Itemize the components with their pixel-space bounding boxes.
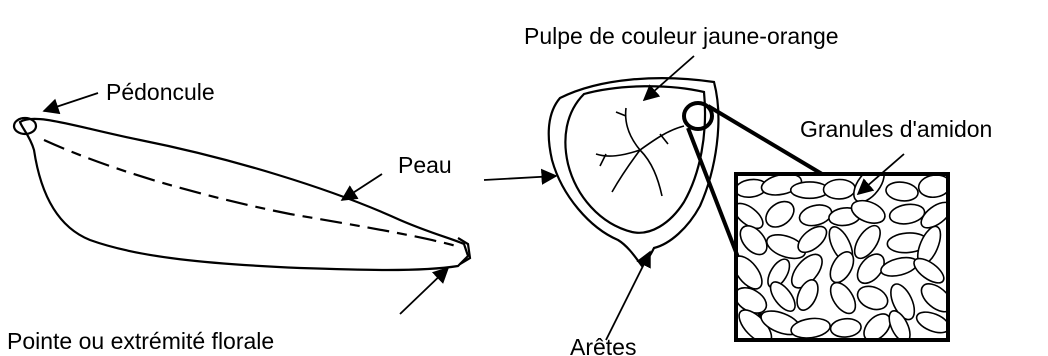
starch-granule xyxy=(916,278,957,317)
label-pulpe: Pulpe de couleur jaune-orange xyxy=(524,23,839,49)
pulp-outline xyxy=(565,86,705,233)
starch-granule xyxy=(826,278,861,317)
arrow-pointe xyxy=(400,268,448,314)
starch-granule xyxy=(830,318,862,339)
arrow-peau-fruit xyxy=(342,174,382,200)
starch-granules-box xyxy=(728,161,957,348)
central-core-lines xyxy=(596,108,684,196)
starch-granule xyxy=(885,180,919,202)
fruit-ridge-line xyxy=(44,140,456,246)
starch-granule xyxy=(797,202,834,229)
arrow-pedoncule xyxy=(44,93,98,111)
arrow-aretes xyxy=(606,252,650,340)
starch-granule xyxy=(879,254,919,279)
label-peau: Peau xyxy=(398,152,452,178)
starch-granule xyxy=(825,248,858,286)
label-pointe: Pointe ou extrémité florale xyxy=(7,328,274,354)
fruit-side-view xyxy=(14,118,470,270)
starch-granule xyxy=(888,202,926,226)
fruit-outline xyxy=(20,119,468,270)
label-pedoncule: Pédoncule xyxy=(106,79,215,105)
fruit-cross-section xyxy=(549,78,719,266)
starch-granules xyxy=(728,161,957,348)
starch-granule xyxy=(823,179,855,199)
label-aretes: Arêtes xyxy=(570,334,636,356)
arrow-peau-section xyxy=(484,176,556,180)
starch-granule xyxy=(761,196,799,232)
starch-granule xyxy=(854,282,891,314)
label-granules: Granules d'amidon xyxy=(800,116,992,142)
